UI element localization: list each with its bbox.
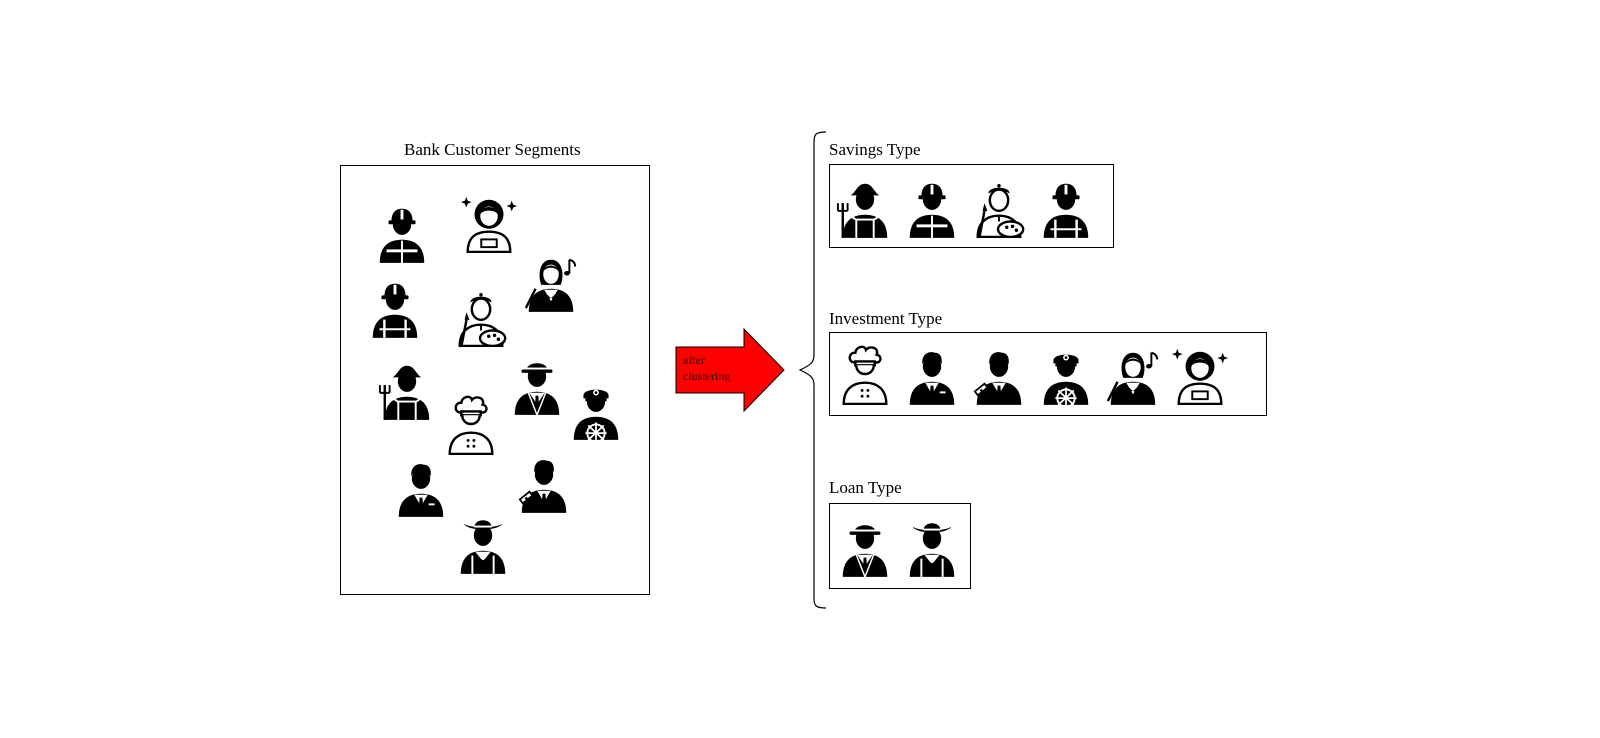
businessman-icon	[392, 455, 450, 517]
cowboy-icon	[903, 515, 961, 577]
musician-icon	[522, 250, 580, 312]
construction-worker-icon	[1037, 176, 1095, 238]
construction-worker-icon	[366, 276, 424, 338]
loan-type-icons	[836, 515, 970, 577]
chef-icon	[442, 393, 500, 455]
businessman-icon	[903, 343, 961, 405]
painter-icon	[970, 176, 1028, 238]
chef-icon	[836, 343, 894, 405]
arrow-label: after clustering	[683, 353, 731, 383]
farmer-icon	[836, 176, 894, 238]
captain-icon	[1037, 343, 1095, 405]
cowboy-icon	[454, 512, 512, 574]
arrow-right-icon	[675, 328, 785, 412]
loan-type-box	[829, 503, 971, 589]
farmer-icon	[378, 358, 436, 420]
painter-icon	[452, 285, 510, 347]
curly-brace-icon	[798, 131, 827, 609]
firefighter-icon	[903, 176, 961, 238]
captain-icon	[567, 378, 625, 440]
investment-type-box	[829, 332, 1267, 416]
firefighter-icon	[373, 201, 431, 263]
loan-type-title: Loan Type	[829, 478, 902, 497]
astronaut-icon	[460, 191, 518, 253]
investment-type-icons	[836, 343, 1238, 405]
investment-type-title: Investment Type	[829, 309, 943, 328]
gangster-icon	[508, 353, 566, 415]
customer-segments-box	[340, 165, 650, 595]
left-panel-title: Bank Customer Segments	[404, 140, 581, 159]
savings-type-title: Savings Type	[829, 140, 921, 159]
lawyer-icon	[515, 451, 573, 513]
gangster-icon	[836, 515, 894, 577]
lawyer-icon	[970, 343, 1028, 405]
musician-icon	[1104, 343, 1162, 405]
astronaut-icon	[1171, 343, 1229, 405]
savings-type-box	[829, 164, 1114, 248]
savings-type-icons	[836, 176, 1104, 238]
